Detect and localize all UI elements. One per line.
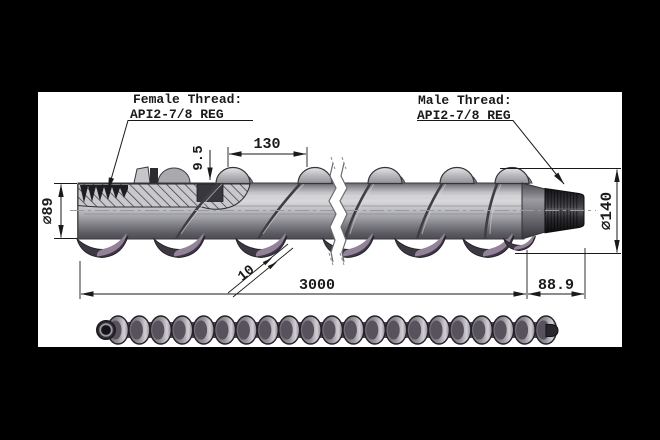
dim-thread-recess-depth: 9.5 [191,145,213,181]
female-thread-teeth [80,185,128,203]
thread-labels: Female Thread: API2-7/8 REG Male Thread:… [107,92,565,191]
break-lines [328,156,348,266]
dim-thread-recess-depth-text: 9.5 [191,145,207,170]
dim-male-thread-length-text: 88.9 [538,277,574,294]
cut-flight-stub [133,166,151,184]
dim-flight-diameter-text: ∅140 [598,192,616,230]
break-edge-right [339,162,348,263]
dim-pipe-diameter: ∅89 [40,183,77,239]
cut-flight-back-arch [157,167,191,184]
side-view-male-pin [545,324,559,337]
male-thread-label: Male Thread: API2-7/8 REG [417,93,565,185]
side-view-flight-rings [106,315,558,345]
side-view [96,315,559,345]
male-thread-label-line1: Male Thread: [418,93,512,108]
dim-flight-pitch: 130 [227,136,308,167]
dim-male-thread-length: 88.9 [527,248,586,299]
female-thread-label-line2: API2-7/8 REG [130,107,224,122]
main-view [70,156,596,266]
male-thread-label-line2: API2-7/8 REG [417,108,511,123]
female-thread-label: Female Thread: API2-7/8 REG [107,92,253,191]
dim-body-length: 3000 [79,250,528,299]
dim-pipe-diameter-text: ∅89 [40,197,57,224]
spiral-flights [76,166,536,259]
dim-flight-diameter: ∅140 [500,168,621,254]
dim-body-length-text: 3000 [299,277,335,294]
female-thread-label-line1: Female Thread: [133,92,242,107]
dim-flight-pitch-text: 130 [253,136,280,153]
break-edge-left [328,162,337,263]
female-thread-leader [107,120,253,191]
break-gap [329,163,347,262]
male-thread-leader [417,120,565,185]
cut-flight-notch [150,168,158,183]
female-thread-section [77,166,251,210]
side-view-female-end [96,319,117,340]
hatched-cross-section [77,183,251,210]
